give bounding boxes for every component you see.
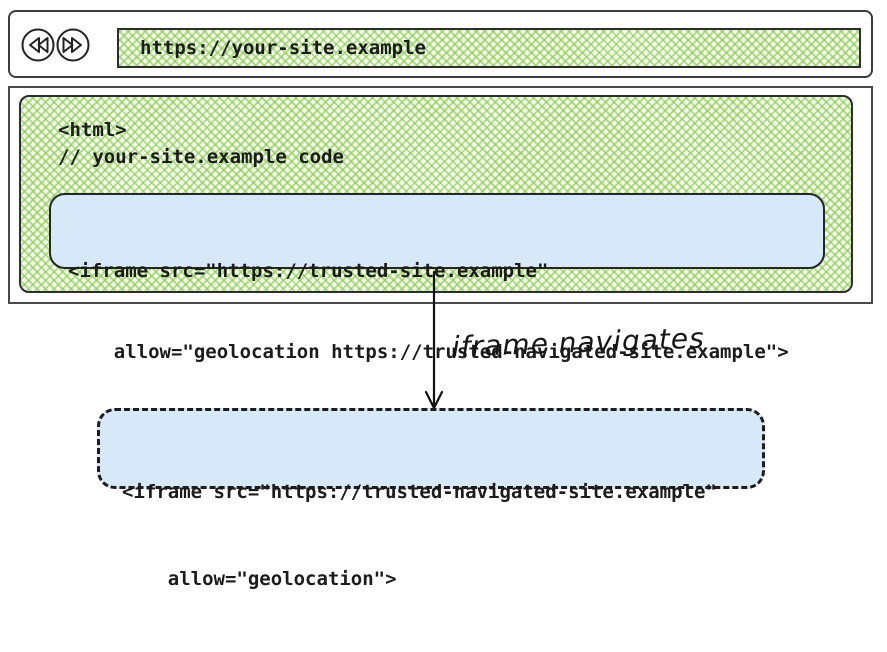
page-source-code: <html> // your-site.example code <box>58 117 344 171</box>
forward-icon <box>55 27 91 63</box>
navigated-iframe-line-src: <iframe src="https://trusted-navigated-s… <box>122 481 717 503</box>
navigated-iframe-code: <iframe src="https://trusted-navigated-s… <box>122 420 717 652</box>
page-code-line-html: <html> <box>58 119 127 141</box>
address-url: https://your-site.example <box>140 36 426 59</box>
iframe-code-line-allow: allow="geolocation https://trusted-navig… <box>68 341 789 363</box>
navigated-iframe-line-allow: allow="geolocation"> <box>122 568 397 590</box>
page-code-line-comment: // your-site.example code <box>58 146 344 168</box>
iframe-code: <iframe src="https://trusted-site.exampl… <box>68 204 789 420</box>
forward-button[interactable] <box>55 27 91 63</box>
embedded-iframe-code-box: <iframe src="https://trusted-site.exampl… <box>49 193 825 363</box>
browser-chrome-bar: https://your-site.example <box>8 10 873 78</box>
address-bar[interactable]: https://your-site.example <box>117 28 861 68</box>
back-button[interactable] <box>20 27 56 63</box>
iframe-code-line-src: <iframe src="https://trusted-site.exampl… <box>68 260 549 282</box>
navigated-iframe-code-box: <iframe src="https://trusted-navigated-s… <box>97 408 765 590</box>
page-content-area: <html> // your-site.example code <iframe… <box>19 95 853 363</box>
back-icon <box>20 27 56 63</box>
browser-window: <html> // your-site.example code <iframe… <box>8 86 873 363</box>
